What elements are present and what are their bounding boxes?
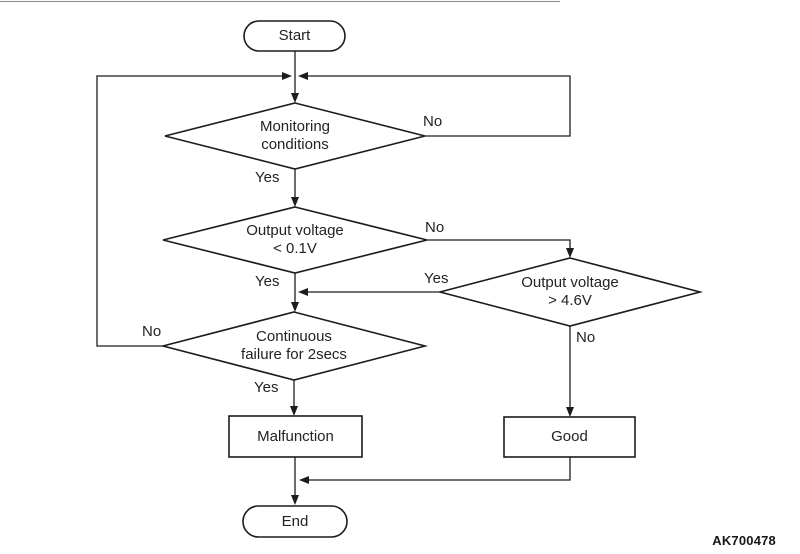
connector-continuous-no-loop bbox=[96, 75, 283, 347]
arrowhead-into-outputlow bbox=[291, 197, 299, 207]
arrowhead-into-end bbox=[291, 495, 299, 505]
arrowhead-into-continuous bbox=[291, 302, 299, 312]
arrowhead-into-outputhigh bbox=[566, 248, 574, 258]
end-node-label: End bbox=[281, 512, 309, 530]
outputhigh-node-label: Output voltage > 4.6V bbox=[521, 274, 619, 309]
outputlow-no-label: No bbox=[425, 219, 445, 236]
monitoring-decision-shape bbox=[164, 102, 426, 170]
good-process-shape bbox=[503, 416, 636, 458]
outputlow-node-label: Output voltage < 0.1V bbox=[246, 222, 344, 257]
malfunction-node-label: Malfunction bbox=[257, 427, 334, 445]
start-terminator-shape bbox=[243, 20, 346, 52]
monitoring-node-label: Monitoring conditions bbox=[259, 118, 331, 153]
connector-good-to-end bbox=[309, 457, 571, 481]
start-node-label: Start bbox=[278, 27, 311, 44]
monitoring-yes-label: Yes bbox=[255, 169, 280, 186]
continuous-decision-shape bbox=[159, 311, 429, 381]
outputhigh-decision-shape bbox=[436, 257, 704, 327]
arrowhead-outputhigh-yes-join bbox=[298, 288, 308, 296]
connector-outputlow-no bbox=[427, 239, 571, 249]
monitoring-no-label: No bbox=[423, 113, 443, 130]
outputlow-yes-label: Yes bbox=[255, 273, 280, 290]
outputhigh-yes-label: Yes bbox=[424, 270, 449, 287]
malfunction-process-shape bbox=[228, 415, 363, 458]
continuous-no-label: No bbox=[142, 323, 162, 340]
continuous-node-label: Continuous failure for 2secs bbox=[241, 328, 347, 363]
good-node-label: Good bbox=[551, 428, 588, 445]
arrowhead-good-join bbox=[299, 476, 309, 484]
arrowhead-into-malfunction bbox=[290, 406, 298, 416]
arrowhead-into-monitoring bbox=[291, 93, 299, 103]
end-terminator-shape bbox=[242, 505, 348, 538]
outputlow-decision-shape bbox=[162, 206, 428, 274]
connector-monitoring-no-loop bbox=[307, 75, 571, 137]
arrowhead-merge-from-right bbox=[298, 72, 308, 80]
outputhigh-no-label: No bbox=[576, 329, 596, 346]
figure-code: AK700478 bbox=[712, 533, 776, 548]
continuous-yes-label: Yes bbox=[254, 379, 279, 396]
arrowhead-merge-from-left bbox=[282, 72, 292, 80]
arrowhead-into-good bbox=[566, 407, 574, 417]
